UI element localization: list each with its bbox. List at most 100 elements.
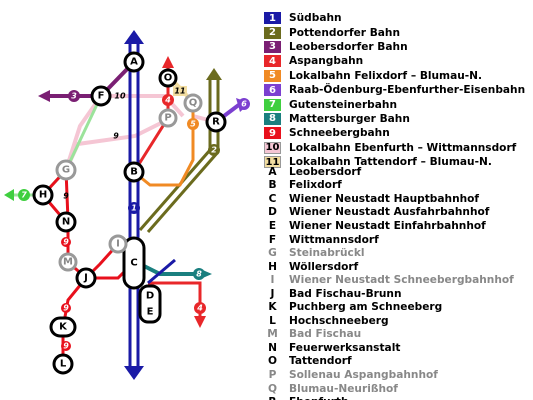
station-letter: J (270, 287, 275, 300)
station-marker-q-label: Q (189, 98, 198, 109)
station-markers: A B C D E F G H I J K L M (32, 51, 227, 375)
station-name: Wöllersdorf (289, 260, 359, 273)
station-name: Ebenfurth (289, 396, 349, 400)
station-marker-k-label: K (59, 322, 68, 333)
line-legend-row: 3 Leobersdorfer Bahn (264, 40, 532, 54)
station-letter: H (268, 260, 277, 273)
line-name: Südbahn (289, 12, 342, 25)
map-label-2-bg (208, 144, 220, 156)
station-marker-r[interactable] (205, 111, 227, 133)
map-label-8: 8 (196, 270, 202, 279)
map-label-6: 6 (241, 100, 247, 109)
station-legend-row: B Felixdorf (264, 179, 532, 193)
line-number-badge: 11 (264, 156, 281, 169)
map-label-1-bg (128, 202, 140, 214)
map-label-3: 3 (71, 92, 77, 101)
station-name: Steinabrückl (289, 247, 365, 260)
station-marker-j[interactable] (75, 267, 97, 289)
station-legend-row: J Bad Fischau-Brunn (264, 287, 532, 301)
line-number-badge: 4 (264, 55, 281, 68)
map-label-4: 4 (164, 96, 171, 105)
station-marker-d-label: D (146, 291, 154, 302)
station-letter: L (269, 314, 276, 327)
map-label-2: 2 (211, 146, 217, 155)
station-marker-n-label: N (62, 217, 70, 228)
station-name: Felixdorf (289, 179, 342, 192)
station-marker-f-label: F (98, 91, 105, 102)
station-letter: M (267, 328, 278, 341)
station-marker-m[interactable] (58, 252, 78, 272)
station-letter: A (268, 165, 277, 178)
station-marker-l[interactable] (52, 353, 74, 375)
station-name: Blumau-Neurißhof (289, 382, 398, 395)
map-label-4-bg (162, 94, 174, 106)
line-legend-row: 1 Südbahn (264, 11, 532, 25)
station-letter: E (268, 219, 277, 232)
station-name: Sollenau Aspangbahnhof (289, 368, 438, 381)
station-name: Hochschneeberg (289, 314, 389, 327)
network-map: 1 2 3 4 4 5 6 7 8 9 9 9 9 9 10 (4, 30, 250, 380)
station-letter: O (267, 355, 277, 368)
station-marker-m-label: M (63, 257, 73, 268)
station-marker-i[interactable] (108, 234, 128, 254)
map-label-8-bg (193, 268, 205, 280)
station-letter: P (268, 368, 277, 381)
map-label-9d-bg (61, 303, 71, 313)
line-name: Leobersdorfer Bahn (289, 40, 408, 53)
station-legend-row: A Leobersdorf (264, 165, 532, 179)
station-letter: B (268, 179, 277, 192)
map-label-9b: 9 (63, 192, 69, 201)
station-name: Wiener Neustadt Ausfahrbahnhof (289, 206, 490, 219)
station-marker-r-label: R (212, 117, 220, 128)
map-label-5-bg (187, 118, 199, 130)
line-9-track (40, 166, 120, 281)
station-marker-c[interactable] (122, 236, 146, 290)
station-marker-k[interactable] (49, 316, 77, 338)
line-name: Mattersburger Bahn (289, 112, 410, 125)
map-label-3-bg (68, 90, 80, 102)
station-letter: R (264, 396, 281, 400)
station-name: Bad Fischau-Brunn (289, 287, 402, 300)
station-marker-h[interactable] (32, 184, 54, 206)
map-label-9c: 9 (63, 238, 69, 247)
map-label-9e: 9 (63, 342, 69, 351)
line-number-badge: 1 (264, 12, 281, 25)
station-marker-q[interactable] (183, 93, 203, 113)
station-name: Bad Fischau (289, 328, 362, 341)
station-legend-row: H Wöllersdorf (264, 260, 532, 274)
station-marker-a[interactable] (123, 51, 145, 73)
station-marker-b[interactable] (123, 161, 145, 183)
station-name: Leobersdorf (289, 165, 362, 178)
station-letter: D (268, 206, 277, 219)
station-marker-f[interactable] (90, 85, 112, 107)
station-name: Wiener Neustadt Schneebergbahnhof (289, 274, 514, 287)
station-name: Wittmannsdorf (289, 233, 379, 246)
map-label-10: 10 (114, 92, 126, 101)
line-number-badge: 10 (264, 141, 281, 154)
line-number-badge: 3 (264, 40, 281, 53)
station-marker-d-e[interactable] (138, 284, 162, 324)
station-marker-g[interactable] (55, 159, 77, 181)
station-name: Feuerwerksanstalt (289, 341, 401, 354)
station-marker-n[interactable] (55, 211, 77, 233)
station-marker-o[interactable] (158, 68, 178, 88)
station-marker-p[interactable] (158, 108, 178, 128)
station-marker-b-label: B (130, 167, 138, 178)
station-legend-row: P Sollenau Aspangbahnhof (264, 368, 532, 382)
station-marker-c-label: C (130, 258, 137, 269)
line-number-badge: 9 (264, 127, 281, 140)
station-marker-l-label: L (60, 359, 67, 370)
station-legend-row: M Bad Fischau (264, 328, 532, 342)
